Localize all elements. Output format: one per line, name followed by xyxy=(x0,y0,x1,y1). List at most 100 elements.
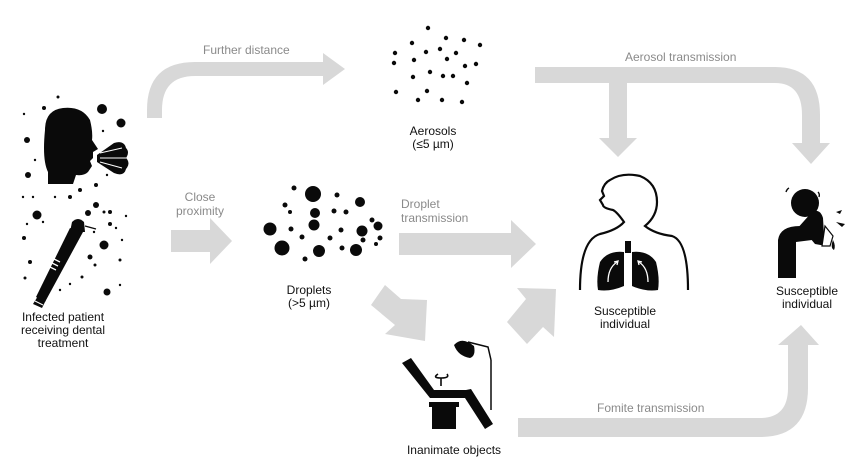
large-particles-icon xyxy=(263,185,383,262)
aerosol-particle xyxy=(410,74,416,80)
label-close-proximity: Close proximity xyxy=(174,190,226,218)
source-particle xyxy=(24,137,30,143)
droplet-particle xyxy=(282,202,288,208)
label-source-line-2: receiving dental xyxy=(20,323,106,337)
arrow-objects-to-lungs xyxy=(507,288,556,344)
aerosol-particle xyxy=(477,42,483,48)
coughing-person-icon xyxy=(778,187,845,278)
source-illustration xyxy=(21,95,129,308)
aerosol-particle xyxy=(424,88,430,94)
droplet-particle xyxy=(373,221,383,231)
source-particle xyxy=(93,202,99,208)
arrow-close-proximity xyxy=(171,218,232,264)
arrow-droplet-transmission xyxy=(399,220,536,268)
droplet-particle xyxy=(350,244,362,256)
source-particle xyxy=(68,195,72,199)
label-susceptible-coughing: Susceptible individual xyxy=(767,285,847,311)
source-particle xyxy=(87,254,93,260)
source-particle xyxy=(23,276,27,280)
source-particle xyxy=(42,106,46,110)
arrow-aerosol-transmission xyxy=(535,67,830,164)
droplet-particle xyxy=(305,186,321,202)
aerosol-particle xyxy=(439,97,445,103)
label-aerosols: Aerosols (≤5 µm) xyxy=(395,125,471,151)
droplet-particle xyxy=(343,209,349,215)
aerosol-particle xyxy=(437,46,443,52)
label-droplet-transmission: Droplet transmission xyxy=(401,197,468,225)
label-susceptible-coughing-line-2: individual xyxy=(781,297,833,311)
small-particles-icon xyxy=(391,25,483,105)
droplet-particle xyxy=(299,234,305,240)
droplet-particle xyxy=(356,225,368,237)
label-aerosol-transmission: Aerosol transmission xyxy=(625,50,737,64)
arrow-droplets-to-objects xyxy=(371,285,427,341)
droplet-particle xyxy=(302,256,308,262)
source-particle xyxy=(68,282,72,286)
source-particle xyxy=(97,104,107,114)
aerosol-particle xyxy=(423,49,429,55)
source-particle xyxy=(99,240,109,250)
label-inanimate-objects-line-1: Inanimate objects xyxy=(406,443,502,457)
aerosol-particle xyxy=(450,73,456,79)
source-particle xyxy=(80,275,84,279)
aerosol-particle xyxy=(459,99,465,105)
source-particle xyxy=(120,238,124,242)
droplet-particle xyxy=(339,245,345,251)
source-particle xyxy=(25,172,31,178)
aerosol-particle xyxy=(415,97,421,103)
source-particle xyxy=(41,220,45,224)
droplet-particle xyxy=(274,240,290,256)
droplet-particle xyxy=(288,226,294,232)
source-particle xyxy=(85,210,91,216)
aerosol-particle xyxy=(461,37,467,43)
source-particle xyxy=(31,195,35,199)
aerosol-particle xyxy=(444,56,450,62)
source-particle xyxy=(102,210,106,214)
label-droplets-line-2: (>5 µm) xyxy=(288,296,330,310)
droplet-particle xyxy=(288,210,292,214)
aerosol-particle xyxy=(391,60,397,66)
source-particle xyxy=(101,129,105,133)
source-particle xyxy=(56,95,60,99)
source-particle xyxy=(53,195,57,199)
label-fomite-transmission: Fomite transmission xyxy=(597,401,705,415)
source-particle xyxy=(21,195,25,199)
droplet-particle xyxy=(377,235,383,241)
spray-icon xyxy=(97,142,129,175)
source-particle xyxy=(22,112,26,116)
droplet-particle xyxy=(291,185,297,191)
label-close-proximity-line-2: proximity xyxy=(175,204,224,218)
source-particle xyxy=(22,236,26,240)
droplet-particle xyxy=(360,237,366,243)
aerosol-particle xyxy=(411,57,417,63)
label-susceptible-coughing-line-1: Susceptible xyxy=(775,284,839,298)
label-aerosols-line-1: Aerosols xyxy=(409,124,457,138)
arrow-further-distance xyxy=(147,53,345,118)
source-particle xyxy=(78,188,82,192)
particle-spray-icon xyxy=(21,95,128,296)
label-susceptible-lungs-line-2: individual xyxy=(599,317,651,331)
source-particle xyxy=(103,288,111,296)
source-particle xyxy=(114,226,118,230)
aerosol-particle xyxy=(393,89,399,95)
aerosol-particle xyxy=(427,69,433,75)
aerosol-particle xyxy=(464,80,470,86)
label-droplet-transmission-line-1: Droplet xyxy=(401,197,440,211)
source-particle xyxy=(108,222,112,226)
aerosol-particle xyxy=(462,63,468,69)
aerosol-particle xyxy=(443,35,449,41)
droplet-particle xyxy=(331,208,337,214)
label-droplets: Droplets (>5 µm) xyxy=(276,284,342,310)
source-particle xyxy=(25,222,29,226)
label-close-proximity-line-1: Close xyxy=(184,190,216,204)
label-source-line-3: treatment xyxy=(37,336,89,350)
label-source-line-1: Infected patient xyxy=(21,310,105,324)
human-lungs-icon xyxy=(578,173,690,291)
aerosol-particle xyxy=(392,50,398,56)
label-susceptible-lungs-line-1: Susceptible xyxy=(593,304,657,318)
arrow-aerosol-branch xyxy=(599,83,637,157)
label-droplet-transmission-line-2: transmission xyxy=(401,211,469,225)
source-particle xyxy=(124,214,128,218)
droplet-particle xyxy=(313,245,325,257)
